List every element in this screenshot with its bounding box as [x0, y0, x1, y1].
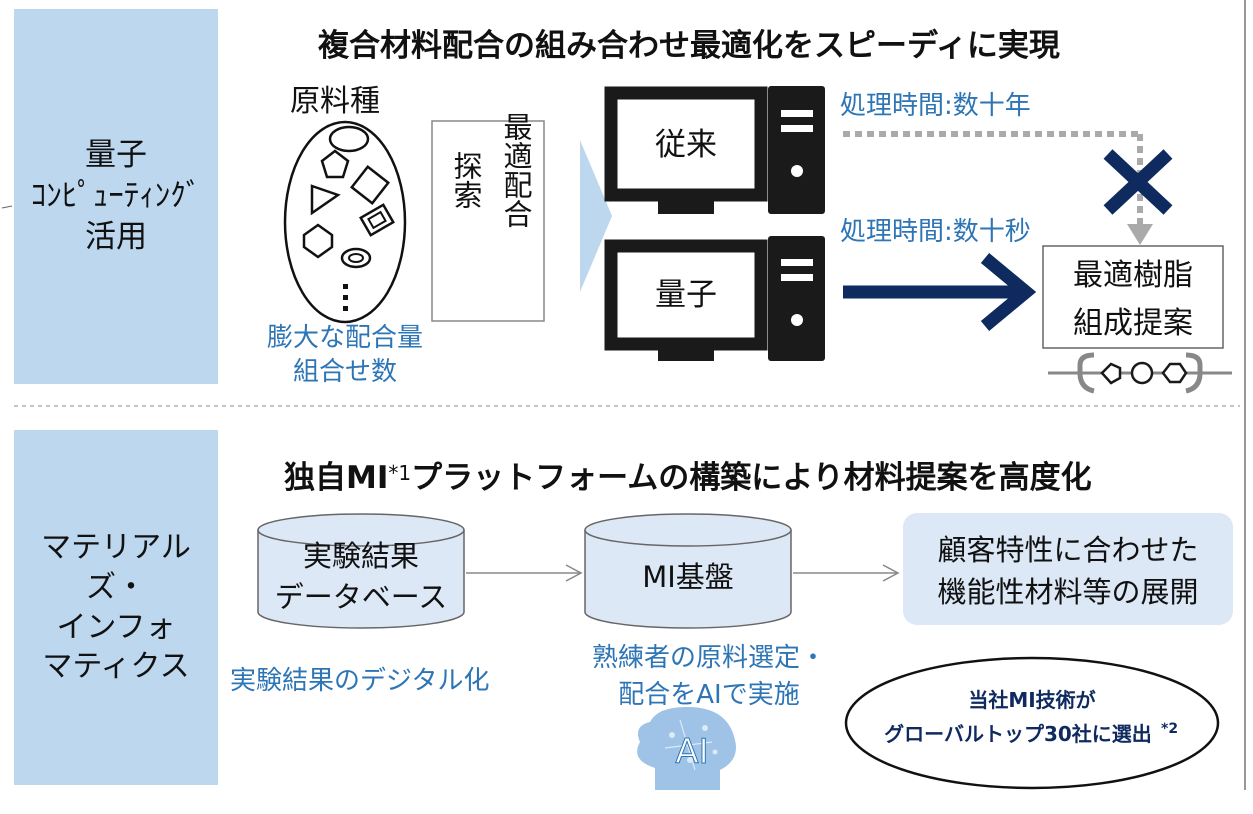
output-line-2: 機能性材料等の展開	[937, 575, 1198, 609]
quantum-tower-slot-1	[781, 259, 813, 266]
time-fast: 処理時間:数十秒	[840, 217, 1031, 247]
caption-line-2: 組合せ数	[292, 356, 397, 387]
ai-icon-label: AI	[675, 732, 708, 772]
molecule-chain-icon	[1048, 352, 1232, 394]
award-ellipse	[844, 656, 1220, 790]
shape-pentagon	[320, 149, 350, 179]
shape-triangle	[310, 184, 341, 216]
quantum-monitor	[604, 239, 768, 351]
arrow-mi-to-output-head	[882, 564, 900, 582]
shape-frame-inner	[367, 210, 387, 230]
top-title: 複合材料配合の組み合わせ最適化をスピーディに実現	[318, 28, 1060, 64]
sidebar-line-3: 活用	[85, 218, 147, 255]
caption-expert-2: 配合をAIで実施	[618, 680, 799, 710]
sidebar-line-2: ｺﾝﾋﾟｭｰﾃｨﾝｸﾞ	[30, 178, 202, 215]
ellipsis-dot-2	[343, 295, 348, 300]
quantum-label: 量子	[655, 277, 717, 313]
mi-label: MI基盤	[642, 560, 734, 594]
combination-caption: 膨大な配合量 組合せ数	[240, 322, 450, 390]
conv-label: 従来	[655, 127, 717, 163]
sidebar-line-2: インフォ	[56, 609, 176, 645]
caption-line-1: 膨大な配合量	[266, 323, 423, 353]
caption-expert-1: 熟練者の原料選定・	[592, 643, 826, 673]
shape-oval	[328, 125, 370, 153]
mi-sidebar: マテリアルズ・ インフォ マティクス	[14, 430, 218, 785]
arrow-db-to-mi-head	[565, 564, 583, 582]
edge-mark	[1, 205, 13, 209]
fast-arrow-head	[980, 252, 1037, 332]
caption-digital: 実験結果のデジタル化	[230, 666, 489, 696]
result-line-2: 組成提案	[1073, 306, 1193, 341]
award-line-2: グローバルトップ30社に選出	[884, 722, 1152, 746]
conv-stand	[658, 200, 714, 214]
search-box	[431, 120, 545, 322]
conv-tower-button	[791, 165, 803, 177]
title-footnote: *1	[388, 461, 412, 485]
award-footnote: *2	[1161, 721, 1178, 737]
quantum-stand	[658, 347, 714, 361]
ellipsis-dot-1	[343, 284, 348, 289]
shape-hexagon	[302, 223, 334, 259]
conv-monitor	[604, 86, 768, 202]
chevron-arrow	[580, 140, 612, 292]
ellipsis-dot-3	[343, 306, 348, 311]
sidebar-line-1: マテリアルズ・	[41, 530, 191, 605]
search-col-1: 最適配合	[499, 112, 533, 228]
shape-square	[349, 164, 391, 206]
quantum-tower-slot-2	[781, 274, 813, 281]
conv-tower	[768, 86, 825, 214]
ai-head-icon: AI	[637, 706, 736, 790]
title-part-1: 独自MI	[284, 460, 389, 496]
output-line-1: 顧客特性に合わせた	[937, 533, 1198, 567]
conv-tower-slot-1	[781, 110, 813, 117]
db-line-1: 実験結果	[303, 539, 419, 573]
slow-path-arrowhead	[1127, 224, 1153, 245]
award-line-1: 当社MI技術が	[968, 688, 1095, 712]
db-line-2: データベース	[275, 580, 448, 614]
title-part-2: プラットフォームの構築により材料提案を高度化	[411, 460, 1092, 496]
shape-ring-inner	[348, 253, 364, 263]
mi-cylinder-top	[584, 513, 792, 547]
output-box	[903, 513, 1233, 625]
bottom-title: 独自MI*1プラットフォームの構築により材料提案を高度化	[284, 452, 1092, 497]
raw-material-label: 原料種	[290, 84, 380, 119]
search-col-2: 探索	[449, 151, 483, 209]
quantum-sidebar: 量子 ｺﾝﾋﾟｭｰﾃｨﾝｸﾞ 活用	[14, 9, 218, 384]
result-line-1: 最適樹脂	[1073, 258, 1193, 293]
mi-cylinder	[584, 530, 792, 629]
db-cylinder-top	[257, 513, 465, 547]
conv-tower-slot-2	[781, 125, 813, 132]
sidebar-line-1: 量子	[85, 137, 147, 174]
quantum-tower	[768, 236, 825, 361]
time-slow: 処理時間:数十年	[840, 91, 1031, 121]
quantum-tower-button	[791, 314, 803, 326]
cross-mark-b	[1103, 149, 1173, 215]
result-box	[1042, 245, 1224, 349]
sidebar-line-3: マティクス	[42, 649, 190, 685]
db-cylinder	[257, 530, 465, 629]
